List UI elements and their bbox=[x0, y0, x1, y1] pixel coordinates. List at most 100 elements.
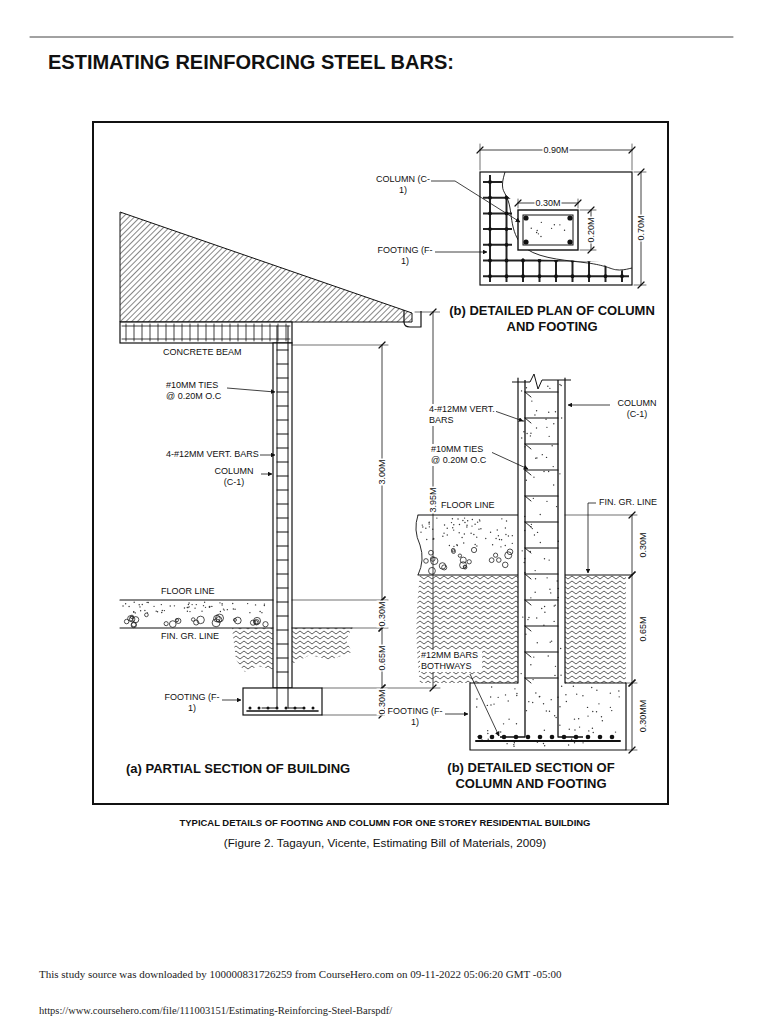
leader-line bbox=[470, 674, 499, 736]
concrete-speckle bbox=[540, 542, 541, 543]
beam-stirrup bbox=[238, 324, 239, 341]
column-section bbox=[518, 210, 578, 250]
concrete-speckle bbox=[537, 642, 538, 643]
concrete-speckle bbox=[457, 545, 458, 546]
column-tie bbox=[525, 547, 558, 548]
concrete-speckle bbox=[491, 686, 492, 687]
leader-line bbox=[445, 714, 468, 715]
concrete-speckle bbox=[203, 605, 204, 606]
concrete-speckle bbox=[426, 539, 427, 540]
gravel-stone bbox=[429, 550, 434, 555]
rebar-callout: #10MM TIES @ 0.20M O.C bbox=[165, 380, 227, 402]
concrete-speckle bbox=[505, 545, 506, 546]
level-label: FIN. GR. LINE bbox=[598, 497, 658, 508]
dimension-line bbox=[632, 515, 633, 575]
concrete-beam bbox=[120, 322, 292, 343]
concrete-speckle bbox=[548, 412, 549, 413]
concrete-speckle bbox=[500, 731, 501, 732]
gravel-stone bbox=[424, 559, 429, 564]
gravel-stone bbox=[460, 562, 467, 569]
concrete-speckle bbox=[493, 703, 494, 704]
concrete-speckle bbox=[601, 716, 602, 717]
concrete-speckle bbox=[547, 386, 548, 387]
column-tie bbox=[277, 644, 288, 645]
rebar-crossing bbox=[604, 259, 608, 263]
concrete-speckle bbox=[554, 675, 555, 676]
column-tie bbox=[277, 378, 288, 379]
concrete-speckle bbox=[187, 611, 188, 612]
concrete-speckle bbox=[133, 611, 134, 612]
rebar-crossing bbox=[505, 227, 509, 231]
concrete-speckle bbox=[476, 536, 477, 537]
concrete-speckle bbox=[536, 232, 537, 233]
concrete-speckle bbox=[422, 526, 423, 527]
view-title: (a) PARTIAL SECTION OF BUILDING bbox=[125, 761, 351, 777]
concrete-speckle bbox=[542, 454, 543, 455]
dimension-line bbox=[632, 683, 633, 750]
concrete-speckle bbox=[546, 427, 547, 428]
concrete-speckle bbox=[549, 388, 550, 389]
rebar-crossing bbox=[604, 243, 608, 247]
bar-hook bbox=[262, 708, 277, 709]
rebar-crossing bbox=[505, 243, 509, 247]
rebar-crossing bbox=[538, 274, 542, 278]
gravel-stone bbox=[505, 552, 512, 559]
rebar-callout: 4-#12MM VERT. BARS bbox=[428, 404, 496, 426]
concrete-speckle bbox=[556, 506, 557, 507]
concrete-speckle bbox=[466, 525, 467, 526]
concrete-speckle bbox=[432, 538, 433, 539]
concrete-speckle bbox=[536, 427, 537, 428]
concrete-speckle bbox=[579, 726, 580, 727]
dimension-tick bbox=[588, 247, 594, 253]
concrete-speckle bbox=[539, 696, 540, 697]
concrete-speckle bbox=[161, 612, 162, 613]
concrete-speckle bbox=[526, 433, 527, 434]
extension-line bbox=[580, 210, 596, 211]
gravel-stone bbox=[471, 547, 476, 552]
concrete-speckle bbox=[546, 710, 547, 711]
extension-line bbox=[415, 312, 440, 313]
concrete-speckle bbox=[508, 535, 509, 536]
concrete-speckle bbox=[464, 533, 465, 534]
rebar-crossing bbox=[571, 180, 575, 184]
concrete-speckle bbox=[618, 690, 619, 691]
dimension-tick bbox=[430, 309, 436, 315]
bar-section bbox=[258, 707, 261, 710]
tie-hook bbox=[525, 574, 531, 579]
rebar-crossing bbox=[505, 180, 509, 184]
concrete-speckle bbox=[478, 528, 479, 529]
concrete-speckle bbox=[602, 720, 603, 721]
column-tie bbox=[525, 651, 558, 652]
dimension-line bbox=[632, 575, 633, 683]
concrete-speckle bbox=[449, 545, 450, 546]
concrete-speckle bbox=[534, 570, 535, 571]
column-edge bbox=[564, 378, 565, 683]
rebar-crossing bbox=[571, 196, 575, 200]
concrete-speckle bbox=[566, 701, 567, 702]
column-tie bbox=[277, 462, 288, 463]
concrete-speckle bbox=[582, 695, 583, 696]
concrete-speckle bbox=[461, 537, 462, 538]
concrete-speckle bbox=[548, 471, 549, 472]
source-url: https://www.coursehero.com/file/11100315… bbox=[38, 1005, 393, 1018]
concrete-speckle bbox=[453, 524, 454, 525]
concrete-speckle bbox=[551, 445, 552, 446]
concrete-speckle bbox=[464, 517, 465, 518]
concrete-speckle bbox=[553, 484, 554, 485]
column-tie bbox=[525, 677, 558, 678]
concrete-speckle bbox=[592, 728, 593, 729]
dimension: 3.00M bbox=[377, 458, 388, 485]
concrete-speckle bbox=[470, 533, 471, 534]
concrete-speckle bbox=[122, 605, 123, 606]
concrete-speckle bbox=[220, 611, 221, 612]
rebar-crossing bbox=[488, 212, 492, 216]
concrete-speckle bbox=[588, 730, 589, 731]
concrete-speckle bbox=[139, 604, 140, 605]
bar-section bbox=[249, 707, 252, 710]
part-label: FOOTING (F-1) bbox=[375, 245, 435, 267]
concrete-speckle bbox=[569, 729, 570, 730]
column-tie bbox=[277, 434, 288, 435]
beam-stirrup bbox=[286, 324, 287, 341]
concrete-speckle bbox=[219, 602, 220, 603]
concrete-speckle bbox=[561, 417, 562, 418]
